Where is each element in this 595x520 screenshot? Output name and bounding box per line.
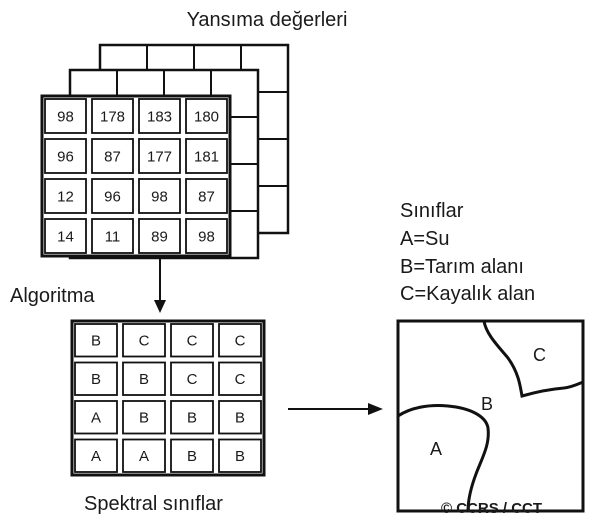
- reflectance-cell: [91, 218, 134, 254]
- reflectance-cell: [185, 218, 228, 254]
- spectral-classes-label: Spektral sınıflar: [84, 493, 223, 515]
- reflectance-cell: [138, 98, 181, 134]
- class-cell: [122, 400, 166, 435]
- reflectance-cell-value: 180: [194, 108, 219, 125]
- class-cell: [218, 361, 262, 396]
- class-cell: [122, 438, 166, 473]
- reflectance-cell: [44, 178, 87, 214]
- class-cell-value: B: [139, 371, 149, 388]
- class-cell-value: B: [91, 333, 101, 350]
- class-cell-value: B: [139, 410, 149, 427]
- class-cell: [122, 361, 166, 396]
- map-label-a: A: [430, 439, 442, 459]
- class-cell-value: B: [187, 448, 197, 465]
- classified-map: C B A: [396, 319, 585, 513]
- reflectance-cell: [138, 218, 181, 254]
- reflectance-cell: [138, 178, 181, 214]
- class-cell-value: C: [187, 333, 198, 350]
- class-cell: [122, 323, 166, 358]
- class-cell-value: A: [139, 448, 149, 465]
- reflectance-grid: 98 178 183 180 96 87 177 181 12 96 98 87 14 11 89 98: [40, 94, 232, 258]
- class-cell: [74, 438, 118, 473]
- class-cell-value: C: [187, 371, 198, 388]
- reflectance-cell: [138, 138, 181, 174]
- map-frame: [396, 319, 585, 513]
- algorithm-label: Algoritma: [10, 285, 95, 307]
- reflectance-cell: [91, 138, 134, 174]
- reflectance-cell-value: 87: [104, 148, 121, 165]
- reflectance-title: Yansıma değerleri: [187, 9, 348, 31]
- class-cell-value: B: [235, 448, 245, 465]
- class-cell: [74, 400, 118, 435]
- class-cell: [218, 400, 262, 435]
- reflectance-cell-value: 14: [57, 228, 74, 245]
- reflectance-cell: [44, 98, 87, 134]
- reflectance-cell-value: 181: [194, 148, 219, 165]
- legend-item-b: B=Tarım alanı: [400, 256, 524, 278]
- class-cell: [170, 438, 214, 473]
- reflectance-cell-value: 98: [151, 188, 168, 205]
- reflectance-cell: [185, 98, 228, 134]
- class-cell: [170, 400, 214, 435]
- class-cell-value: A: [91, 448, 101, 465]
- class-cell-value: C: [235, 371, 246, 388]
- class-cell-value: B: [187, 410, 197, 427]
- class-cell-value: B: [91, 371, 101, 388]
- reflectance-cell-value: 183: [147, 108, 172, 125]
- legend-title: Sınıflar: [400, 200, 464, 222]
- spectral-class-grid: B C C C B B C C A B B B A A B B: [70, 319, 266, 477]
- boundary-a-b: [397, 404, 490, 512]
- reflectance-cell: [185, 138, 228, 174]
- legend-item-c: C=Kayalık alan: [400, 283, 535, 305]
- boundary-b-c: [482, 320, 584, 398]
- class-cell-value: A: [91, 410, 101, 427]
- reflectance-cell-value: 89: [151, 228, 168, 245]
- reflectance-cell-value: 11: [105, 228, 121, 245]
- reflectance-cell: [44, 138, 87, 174]
- class-cell: [170, 361, 214, 396]
- class-cell: [74, 323, 118, 358]
- right-arrow-icon: [288, 403, 383, 415]
- reflectance-cell: [91, 178, 134, 214]
- reflectance-cell: [91, 98, 134, 134]
- map-label-b: B: [481, 394, 493, 414]
- reflectance-cell: [44, 218, 87, 254]
- map-label-c: C: [533, 345, 546, 365]
- reflectance-cell-value: 98: [198, 228, 215, 245]
- reflectance-cell-value: 87: [198, 188, 215, 205]
- reflectance-cell-value: 96: [57, 148, 74, 165]
- class-cell-value: C: [235, 333, 246, 350]
- reflectance-cell-value: 12: [57, 188, 74, 205]
- reflectance-cell-value: 98: [57, 108, 74, 125]
- class-cell-value: C: [139, 333, 150, 350]
- class-cell: [170, 323, 214, 358]
- reflectance-cell: [185, 178, 228, 214]
- reflectance-cell-value: 178: [100, 108, 125, 125]
- down-arrow-icon: [154, 258, 166, 313]
- class-cell: [218, 438, 262, 473]
- class-cell: [74, 361, 118, 396]
- class-legend: Sınıflar A=Su B=Tarım alanı C=Kayalık al…: [400, 200, 535, 305]
- class-cell-value: B: [235, 410, 245, 427]
- class-cell: [218, 323, 262, 358]
- reflectance-cell-value: 177: [147, 148, 172, 165]
- copyright-text: © CCRS / CCT: [441, 500, 542, 517]
- legend-item-a: A=Su: [400, 228, 449, 250]
- reflectance-cell-value: 96: [104, 188, 121, 205]
